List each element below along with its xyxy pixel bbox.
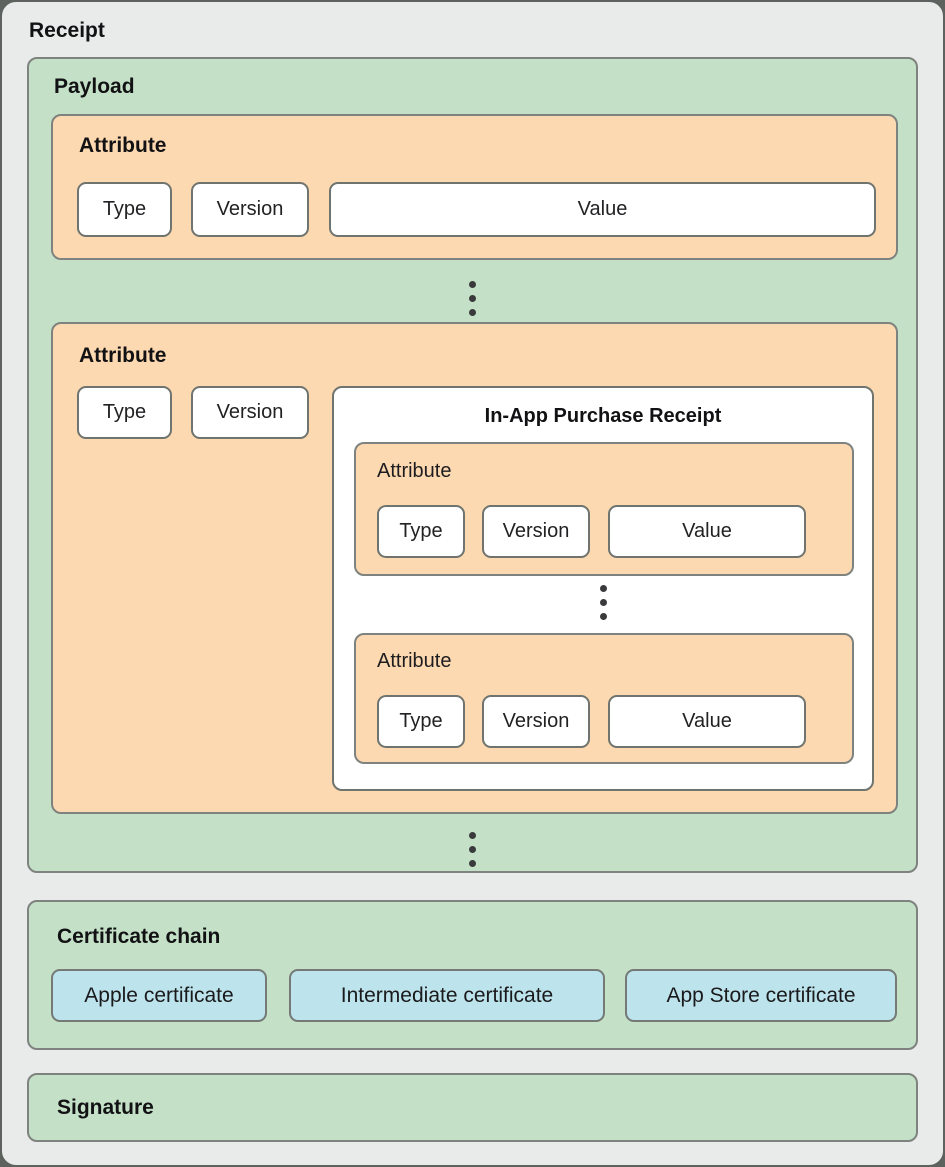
type-field: Type — [77, 386, 172, 439]
vertical-ellipsis-icon — [334, 578, 872, 626]
attribute-title: Attribute — [79, 134, 167, 157]
certificate-chain-title: Certificate chain — [57, 925, 221, 948]
in-app-purchase-receipt-title: In-App Purchase Receipt — [484, 405, 722, 427]
vertical-ellipsis-icon — [29, 825, 916, 873]
vertical-ellipsis-icon — [29, 274, 916, 322]
payload-container: Payload Attribute Type Version Value Att… — [27, 57, 918, 873]
attribute-title: Attribute — [377, 650, 452, 672]
version-field: Version — [191, 386, 309, 439]
receipt-title: Receipt — [29, 19, 105, 42]
app-store-certificate-box: App Store certificate — [625, 969, 897, 1022]
type-field: Type — [77, 182, 172, 237]
attribute-block-top: Attribute Type Version Value — [51, 114, 898, 260]
apple-certificate-box: Apple certificate — [51, 969, 267, 1022]
attribute-block-bottom: Attribute Type Version In-App Purchase R… — [51, 322, 898, 814]
type-field: Type — [377, 505, 465, 558]
value-field: Value — [608, 505, 806, 558]
intermediate-certificate-box: Intermediate certificate — [289, 969, 605, 1022]
signature-title: Signature — [57, 1096, 154, 1119]
attribute-title: Attribute — [79, 344, 167, 367]
in-app-purchase-receipt-container: In-App Purchase Receipt Attribute Type V… — [332, 386, 874, 791]
type-field: Type — [377, 695, 465, 748]
version-field: Version — [191, 182, 309, 237]
version-field: Version — [482, 695, 590, 748]
iap-attribute-block-top: Attribute Type Version Value — [354, 442, 854, 576]
iap-attribute-block-bottom: Attribute Type Version Value — [354, 633, 854, 764]
version-field: Version — [482, 505, 590, 558]
certificate-chain-container: Certificate chain Apple certificate Inte… — [27, 900, 918, 1050]
signature-container: Signature — [27, 1073, 918, 1142]
payload-title: Payload — [54, 75, 135, 98]
value-field: Value — [608, 695, 806, 748]
attribute-title: Attribute — [377, 460, 452, 482]
value-field: Value — [329, 182, 876, 237]
